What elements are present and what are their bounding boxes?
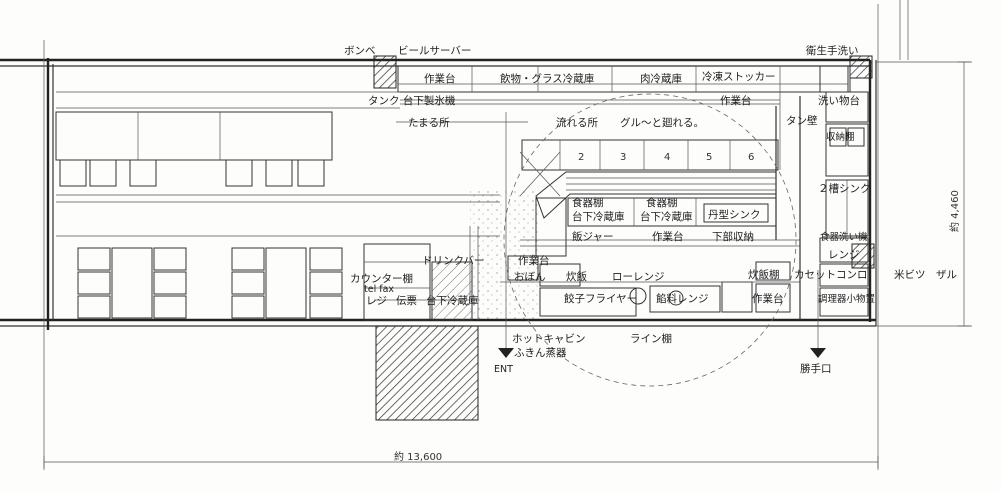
label-slips: 伝票 — [396, 295, 417, 307]
label-dish-shelf-1: 食器棚 — [572, 196, 604, 209]
label-under-fridge-counter: 台下冷蔵庫 — [426, 294, 479, 307]
label-storage-shelf: 収納棚 — [826, 131, 855, 143]
label-worktable-low: 作業台 — [652, 230, 684, 243]
label-pooling-area: たまる所 — [408, 117, 450, 129]
label-drinks-glass-fridge: 飲物・グラス冷蔵庫 — [500, 72, 595, 85]
label-tableware-wash: 食器洗い機 — [820, 231, 868, 243]
label-ent: ENT — [494, 364, 513, 375]
burner-number: 2 — [578, 152, 584, 163]
label-loop-note: グル～と廻れる。 — [620, 116, 704, 129]
label-small-item-shelf: 調理器小物置 — [818, 293, 875, 305]
column-left — [373, 55, 397, 89]
label-worktable-mid: 作業台 — [720, 94, 752, 107]
label-flowing-area: 流れる所 — [556, 116, 598, 129]
label-cassette-stove: カセットコンロ — [794, 269, 868, 281]
label-rice-cooker-shelf: 炊飯棚 — [748, 268, 780, 281]
dimension-lines — [43, 61, 972, 468]
back-wall-equipment — [56, 65, 851, 170]
label-fryer: 餃子フライヤー — [564, 292, 637, 305]
label-depth-dimension: 約 4,460 — [948, 190, 961, 232]
label-single-sink: 丹型シンク — [708, 208, 761, 221]
label-rice-pit: 米ビツ — [894, 268, 926, 281]
label-bombe: ボンベ — [344, 45, 376, 57]
label-low-range: ローレンジ — [612, 271, 665, 283]
label-width-dimension: 約 13,600 — [394, 450, 442, 463]
label-worktable-front: 作業台 — [518, 254, 550, 267]
burner-number: 5 — [706, 152, 712, 163]
label-range: レンジ — [828, 249, 860, 261]
label-hot-cabinet: ホットキャビン — [512, 333, 586, 345]
right-wall-equipment — [799, 91, 869, 320]
label-worktable-right: 作業台 — [752, 292, 784, 305]
label-tray: おぼん — [514, 271, 546, 283]
label-counter-shelf: カウンター棚 — [350, 272, 413, 285]
label-dish-wash-table: 洗い物台 — [818, 94, 860, 107]
circulation — [396, 93, 826, 387]
label-rice-jar: 飯ジャー — [572, 230, 613, 243]
dining-area — [55, 111, 500, 319]
label-sanitary-sink: 衛生手洗い — [806, 44, 859, 57]
column-right-top — [849, 55, 873, 79]
label-back-door: 勝手口 — [800, 362, 832, 375]
label-griddle: 餡料レンジ — [656, 292, 709, 305]
label-under-storage: 下部収納 — [712, 230, 754, 243]
label-under-fridge-1: 台下冷蔵庫 — [572, 210, 625, 223]
label-tel-fax: tel fax — [364, 284, 394, 295]
label-rice: 炊飯 — [566, 270, 587, 283]
label-zaru: ザル — [936, 269, 957, 281]
burner-number: 4 — [664, 152, 670, 163]
label-drink-bar: ドリンクバー — [422, 255, 484, 267]
counter-hatched-block — [431, 261, 473, 321]
label-beer-server: ビールサーバー — [398, 45, 471, 57]
label-worktable-top: 作業台 — [424, 72, 456, 85]
label-tank-ice-maker: タンク 台下製氷機 — [368, 94, 456, 107]
label-towel-warmer: ふきん蒸器 — [514, 347, 567, 359]
label-meat-fridge: 肉冷蔵庫 — [640, 72, 682, 85]
label-under-fridge-2: 台下冷蔵庫 — [640, 210, 693, 223]
label-dish-shelf-2: 食器棚 — [646, 196, 678, 209]
label-two-tank-sink: ２槽シンク — [818, 183, 871, 195]
exterior-hatched-block — [375, 325, 479, 421]
label-register: レジ — [366, 295, 387, 307]
label-line-shelf: ライン棚 — [630, 332, 672, 345]
burner-number: 3 — [620, 152, 626, 163]
burner-numbers: 2 3 4 5 6 — [578, 152, 754, 163]
plan-labels: ボンベ ビールサーバー 衛生手洗い 作業台 飲物・グラス冷蔵庫 肉冷蔵庫 冷凍ス… — [344, 44, 961, 463]
label-freezer-stocker: 冷凍ストッカー — [702, 70, 776, 83]
burner-number: 6 — [748, 152, 754, 163]
label-tile-wall: タン壁 — [786, 114, 818, 127]
